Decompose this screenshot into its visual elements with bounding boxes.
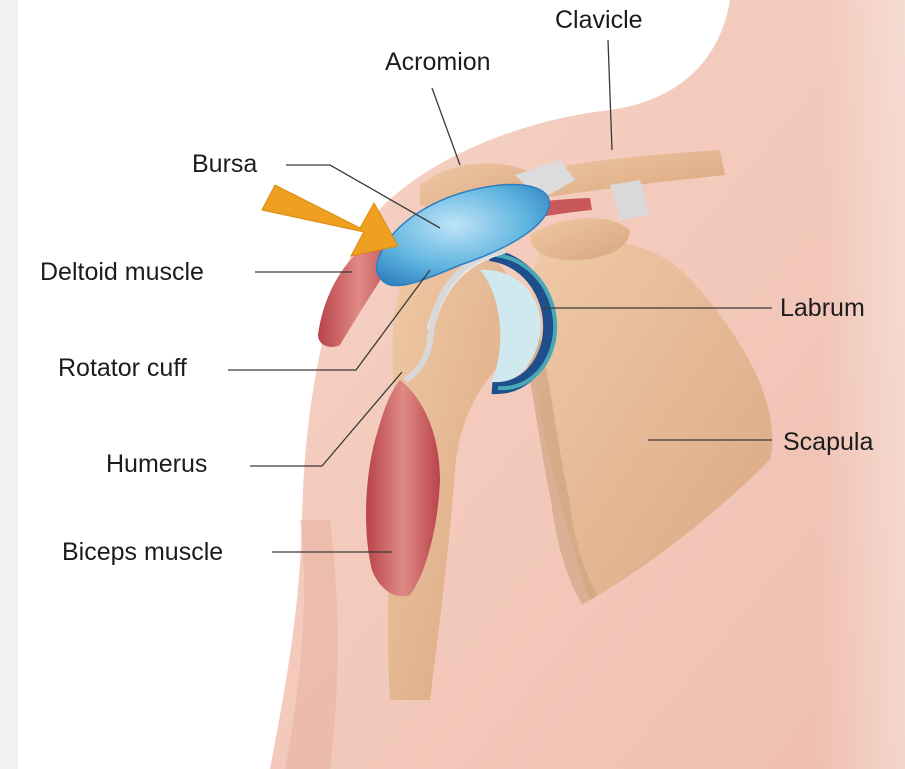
- label-labrum: Labrum: [780, 296, 865, 321]
- right-edge-fade: [820, 0, 905, 769]
- label-bursa: Bursa: [192, 152, 257, 177]
- label-clavicle: Clavicle: [555, 8, 643, 33]
- label-deltoid-muscle: Deltoid muscle: [40, 260, 204, 285]
- label-acromion: Acromion: [385, 50, 491, 75]
- label-scapula: Scapula: [783, 430, 873, 455]
- label-rotator-cuff: Rotator cuff: [58, 356, 187, 381]
- label-biceps-muscle: Biceps muscle: [62, 540, 223, 565]
- label-humerus: Humerus: [106, 452, 207, 477]
